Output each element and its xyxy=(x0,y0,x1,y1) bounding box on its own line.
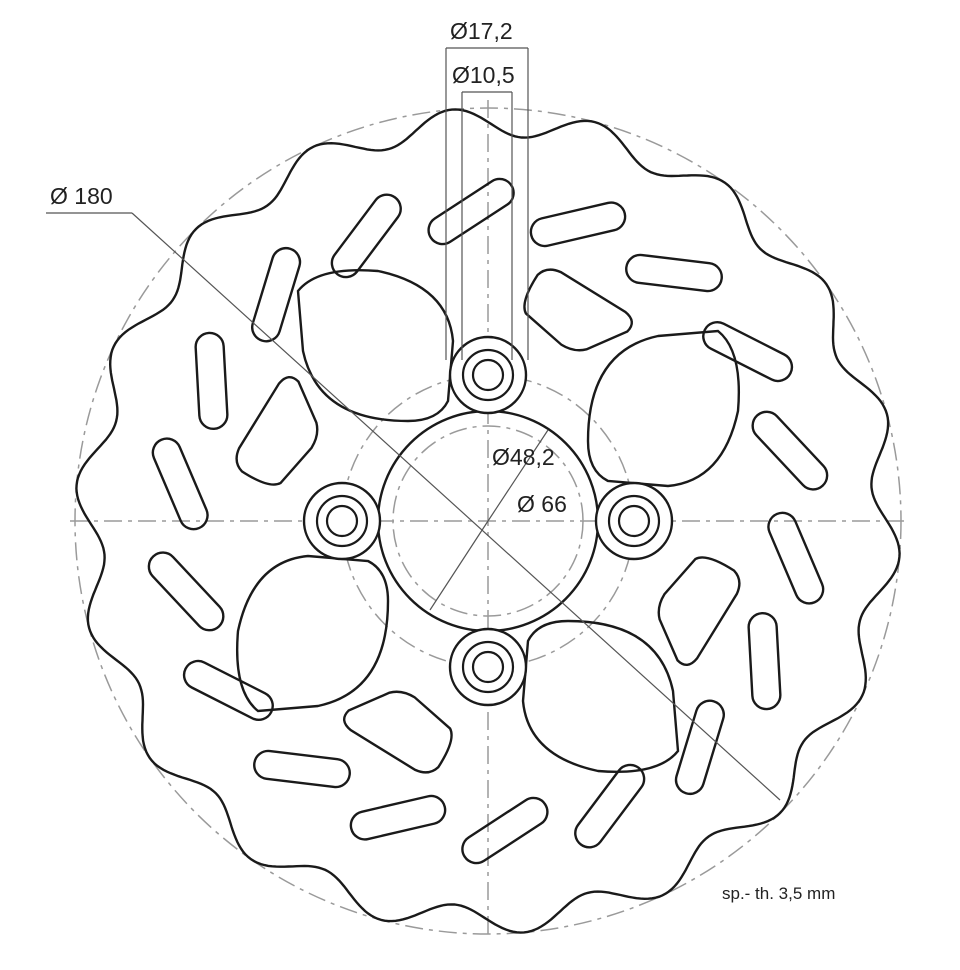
spoke-window xyxy=(236,554,390,713)
spoke-window xyxy=(586,329,740,488)
cooling-slot xyxy=(461,796,549,865)
cooling-slot xyxy=(253,749,351,789)
cooling-slot xyxy=(427,177,515,246)
center-bore-label: Ø48,2 xyxy=(492,444,555,470)
cooling-slot xyxy=(702,321,794,383)
cooling-slot xyxy=(182,659,274,721)
inner-window xyxy=(343,690,453,774)
cooling-slot xyxy=(747,611,782,711)
cooling-slot xyxy=(194,331,229,431)
cooling-slot xyxy=(330,193,402,279)
spoke-window xyxy=(521,619,680,773)
bolt-hole-inner-label: Ø10,5 xyxy=(452,62,515,88)
bolt-boss xyxy=(594,481,674,561)
inner-window xyxy=(235,376,319,486)
spoke-window xyxy=(296,269,455,423)
bolt-circle-label: Ø 66 xyxy=(517,491,567,517)
cooling-slot xyxy=(349,794,447,841)
bolt-hole-inner xyxy=(325,504,359,538)
bolt-boss xyxy=(448,627,528,707)
bolt-hole-outer-label: Ø17,2 xyxy=(450,18,513,44)
cooling-slot xyxy=(251,246,302,343)
outer-diameter-label: Ø 180 xyxy=(50,183,113,209)
cooling-slot xyxy=(147,551,225,632)
cooling-slot xyxy=(529,201,627,248)
bolt-hole-inner xyxy=(617,504,651,538)
outer-dim-line xyxy=(131,212,781,801)
cooling-slot xyxy=(751,410,829,491)
bolt-hole-inner xyxy=(471,358,505,392)
bolt-hole-inner xyxy=(471,650,505,684)
dimension-lines xyxy=(46,47,781,801)
inner-window xyxy=(523,268,633,352)
inner-window xyxy=(657,556,741,666)
thickness-note: sp.- th. 3,5 mm xyxy=(722,884,836,903)
cooling-slot xyxy=(151,437,209,531)
bolt-boss xyxy=(448,335,528,415)
cooling-slot xyxy=(767,511,825,605)
cooling-slot xyxy=(625,253,723,293)
cooling-slot xyxy=(674,699,725,796)
bolt-hole-outer xyxy=(607,494,661,548)
bore-dim-line xyxy=(429,520,489,611)
bolt-hole-outer xyxy=(461,640,515,694)
bolt-hole-outer xyxy=(315,494,369,548)
bolt-holes xyxy=(302,335,674,707)
cooling-slot xyxy=(574,763,646,849)
bolt-hole-outer xyxy=(461,348,515,402)
bolt-circle-dim-line xyxy=(487,429,549,522)
bolt-boss xyxy=(302,481,382,561)
wave-outer-edge xyxy=(75,108,901,934)
